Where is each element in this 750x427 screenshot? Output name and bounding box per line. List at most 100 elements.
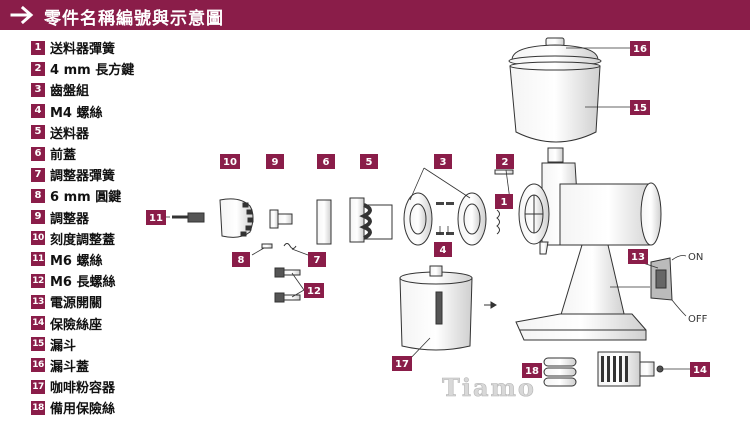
list-item: 1 送料器彈簧 <box>31 37 134 58</box>
list-item: 3 齒盤組 <box>31 79 134 100</box>
list-item: 11 M6 螺絲 <box>31 249 134 270</box>
svg-text:12: 12 <box>307 286 321 297</box>
svg-text:3: 3 <box>440 157 447 168</box>
svg-text:14: 14 <box>693 365 707 376</box>
callout-11: 11 <box>146 210 166 225</box>
callout-10: 10 <box>220 154 240 169</box>
part-label: 漏斗 <box>50 338 77 354</box>
list-item: 18 備用保險絲 <box>31 397 134 418</box>
callout-16: 16 <box>630 41 650 56</box>
svg-text:9: 9 <box>272 157 279 168</box>
svg-text:11: 11 <box>149 213 163 224</box>
svg-text:7: 7 <box>314 255 321 266</box>
callout-7: 7 <box>308 252 326 267</box>
part-number-badge: 4 <box>31 104 45 119</box>
brand-logo: Tiamo <box>442 373 536 402</box>
part-label: 漏斗蓋 <box>50 359 90 375</box>
part-number-badge: 18 <box>31 400 45 415</box>
callout-17: 17 <box>392 356 412 371</box>
part-label: 刻度調整蓋 <box>50 232 116 248</box>
part-label: 齒盤組 <box>50 84 90 100</box>
list-item: 14 保險絲座 <box>31 312 134 333</box>
svg-text:16: 16 <box>633 44 647 55</box>
callout-9: 9 <box>266 154 284 169</box>
grinder-illustration <box>508 37 673 341</box>
list-item: 8 6 mm 圓鍵 <box>31 185 134 206</box>
callout-14: 14 <box>690 362 710 377</box>
list-item: 9 調整器 <box>31 207 134 228</box>
list-item: 6 前蓋 <box>31 143 134 164</box>
svg-text:17: 17 <box>395 359 409 370</box>
callout-2: 2 <box>496 154 514 169</box>
part-label: 備用保險絲 <box>50 402 116 418</box>
svg-text:2: 2 <box>502 157 509 168</box>
svg-text:4: 4 <box>440 245 447 256</box>
list-item: 12 M6 長螺絲 <box>31 270 134 291</box>
part-number-badge: 12 <box>31 273 45 288</box>
callout-13: 13 <box>628 249 648 264</box>
part-number-badge: 3 <box>31 82 45 97</box>
part-number-badge: 2 <box>31 61 45 76</box>
part-number-badge: 17 <box>31 379 45 394</box>
part-label: 送料器 <box>50 126 90 142</box>
callout-8: 8 <box>232 252 250 267</box>
part-label: 前蓋 <box>50 148 77 164</box>
part-number-badge: 9 <box>31 210 45 225</box>
switch-on-label: ON <box>688 252 703 263</box>
exploded-parts <box>172 169 664 387</box>
part-number-badge: 11 <box>31 252 45 267</box>
list-item: 7 調整器彈簧 <box>31 164 134 185</box>
svg-text:1: 1 <box>501 197 508 208</box>
svg-text:10: 10 <box>223 157 237 168</box>
svg-text:8: 8 <box>238 255 245 266</box>
part-label: 調整器彈簧 <box>50 169 116 185</box>
part-label: 4 mm 長方鍵 <box>50 63 135 79</box>
svg-text:13: 13 <box>631 252 645 263</box>
callout-4: 4 <box>434 242 452 257</box>
part-label: 調整器 <box>50 211 90 227</box>
part-number-badge: 10 <box>31 231 45 246</box>
part-number-badge: 15 <box>31 337 45 352</box>
part-label: 保險絲座 <box>50 317 103 333</box>
callout-1: 1 <box>495 194 513 209</box>
switch-off-label: OFF <box>688 314 708 325</box>
part-label: 咖啡粉容器 <box>50 381 116 397</box>
part-label: 送料器彈簧 <box>50 42 116 58</box>
svg-text:15: 15 <box>633 103 647 114</box>
list-item: 17 咖啡粉容器 <box>31 376 134 397</box>
part-number-badge: 6 <box>31 146 45 161</box>
header-bar: 零件名稱編號與示意圖 <box>0 0 750 30</box>
list-item: 5 送料器 <box>31 122 134 143</box>
part-number-badge: 5 <box>31 125 45 140</box>
page-title: 零件名稱編號與示意圖 <box>44 9 224 29</box>
svg-text:5: 5 <box>366 157 373 168</box>
part-number-badge: 8 <box>31 188 45 203</box>
callout-18: 18 <box>522 363 542 378</box>
chevron-right-icon <box>10 5 34 25</box>
part-label: M6 長螺絲 <box>50 275 116 291</box>
part-number-badge: 13 <box>31 294 45 309</box>
callout-15: 15 <box>630 100 650 115</box>
callout-5: 5 <box>360 154 378 169</box>
part-label: 6 mm 圓鍵 <box>50 190 122 206</box>
part-label: M6 螺絲 <box>50 253 103 269</box>
list-item: 2 4 mm 長方鍵 <box>31 58 134 79</box>
callout-12: 12 <box>304 283 324 298</box>
svg-text:18: 18 <box>525 366 539 377</box>
list-item: 15 漏斗 <box>31 334 134 355</box>
part-label: 電源開關 <box>50 296 103 312</box>
part-number-badge: 16 <box>31 358 45 373</box>
part-label: M4 螺絲 <box>50 105 103 121</box>
part-number-badge: 7 <box>31 167 45 182</box>
callout-6: 6 <box>317 154 335 169</box>
list-item: 16 漏斗蓋 <box>31 355 134 376</box>
list-item: 4 M4 螺絲 <box>31 101 134 122</box>
part-number-badge: 14 <box>31 316 45 331</box>
callout-3: 3 <box>434 154 452 169</box>
part-number-badge: 1 <box>31 40 45 55</box>
list-item: 10 刻度調整蓋 <box>31 228 134 249</box>
svg-text:6: 6 <box>323 157 330 168</box>
list-item: 13 電源開關 <box>31 291 134 312</box>
